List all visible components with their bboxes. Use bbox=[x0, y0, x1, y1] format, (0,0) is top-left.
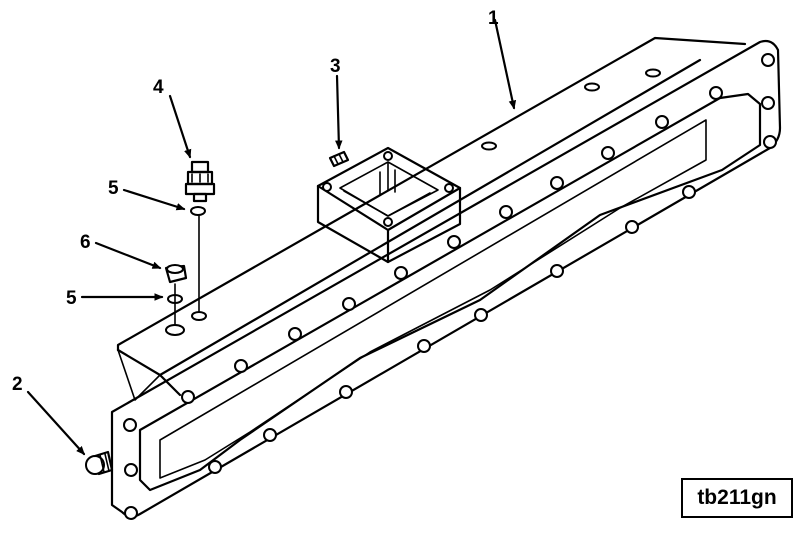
gasket-flange bbox=[110, 39, 782, 520]
manifold-body bbox=[116, 36, 747, 401]
o-ring-item-5-upper bbox=[190, 206, 206, 216]
callout-6: 6 bbox=[80, 232, 91, 253]
callout-2: 2 bbox=[12, 374, 23, 395]
callout-1: 1 bbox=[488, 8, 499, 29]
fitting-item-3 bbox=[328, 150, 350, 168]
callout-leaders bbox=[26, 18, 517, 456]
plug-item-2 bbox=[85, 450, 114, 476]
callout-5-upper: 5 bbox=[108, 178, 119, 199]
figure-id-label: tb211gn bbox=[681, 478, 793, 518]
square-boss bbox=[316, 146, 462, 264]
callout-4: 4 bbox=[153, 77, 164, 98]
callout-3: 3 bbox=[330, 56, 341, 77]
plug-item-6 bbox=[164, 264, 188, 326]
connector-fitting-item-4 bbox=[184, 160, 216, 313]
flange-bolt-holes bbox=[123, 53, 777, 520]
callout-5-lower: 5 bbox=[66, 288, 77, 309]
